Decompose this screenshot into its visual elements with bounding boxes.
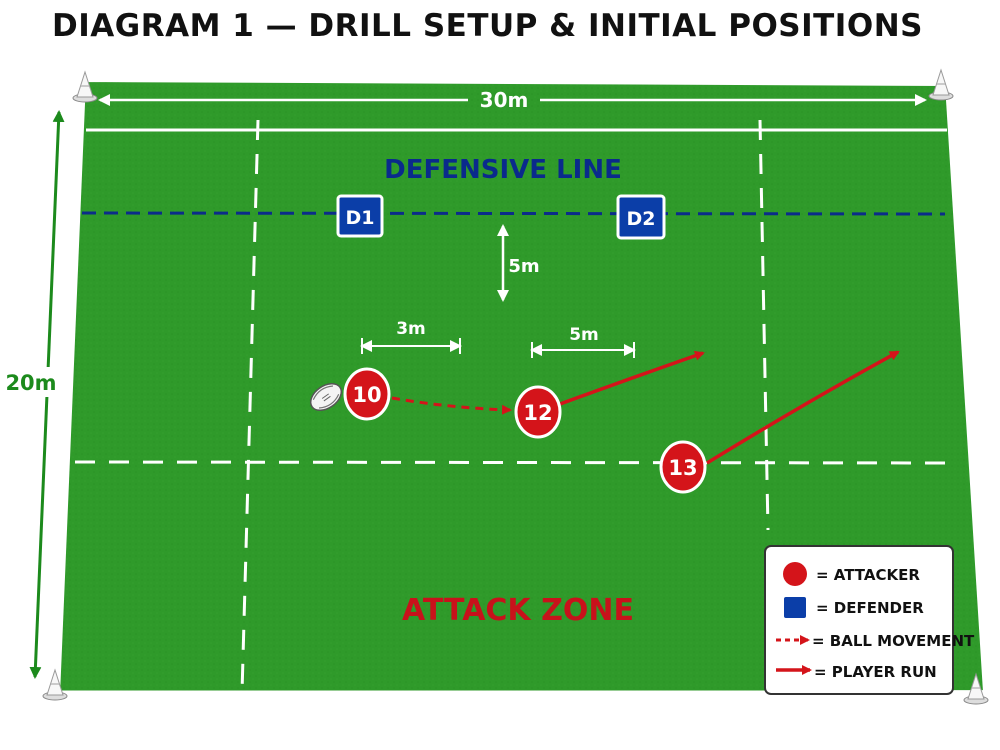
spacing-3m-label: 3m [396,319,426,339]
attacker-13: 13 [659,440,707,494]
attacker-10: 10 [343,367,391,421]
legend-label: = DEFENDER [816,599,924,617]
player-run-arrow-13 [706,350,900,465]
attacker-number: 10 [352,383,381,407]
attacker-symbol-icon [783,562,807,586]
spacing-5m-label: 5m [569,325,599,345]
defender-d1: D1 [336,194,384,238]
legend-item-ball-movement: = BALL MOVEMENT [776,632,975,650]
attack-zone-label: ATTACK ZONE [402,593,634,628]
legend: = ATTACKER = DEFENDER = BALL MOVEMENT = … [764,545,975,695]
length-label-bg [10,367,52,397]
ball-movement-arrow [391,396,512,415]
player-run-arrow-12 [559,350,705,406]
length-dimension-label: 20m [5,371,56,395]
defender-label: D1 [346,207,375,229]
defensive-line [81,211,946,216]
legend-item-player-run: = PLAYER RUN [776,663,937,681]
legend-item-attacker: = ATTACKER [783,562,920,586]
defender-d2: D2 [616,194,666,240]
legend-label: = BALL MOVEMENT [812,632,975,650]
grid-line-left [240,119,260,694]
attacker-number: 12 [523,401,552,425]
legend-label: = ATTACKER [816,566,920,584]
playing-field [55,77,988,698]
defensive-line-label: DEFENSIVE LINE [384,155,622,185]
legend-label: = PLAYER RUN [814,663,937,681]
grid-line-horizontal [74,460,956,465]
attacker-number: 13 [668,456,697,480]
rugby-ball-icon [309,382,343,412]
defender-symbol-icon [784,597,806,618]
width-dimension-label: 30m [480,88,529,112]
cone-icon [963,672,989,705]
defender-label: D2 [627,208,656,230]
cone-icon [42,668,68,701]
diagram-title: DIAGRAM 1 — DRILL SETUP & INITIAL POSITI… [52,8,923,44]
gap-dimension-label: 5m [508,256,539,277]
cone-icon [928,68,954,101]
cone-icon [72,70,98,103]
legend-item-defender: = DEFENDER [784,597,924,618]
attacker-12: 12 [514,385,562,439]
